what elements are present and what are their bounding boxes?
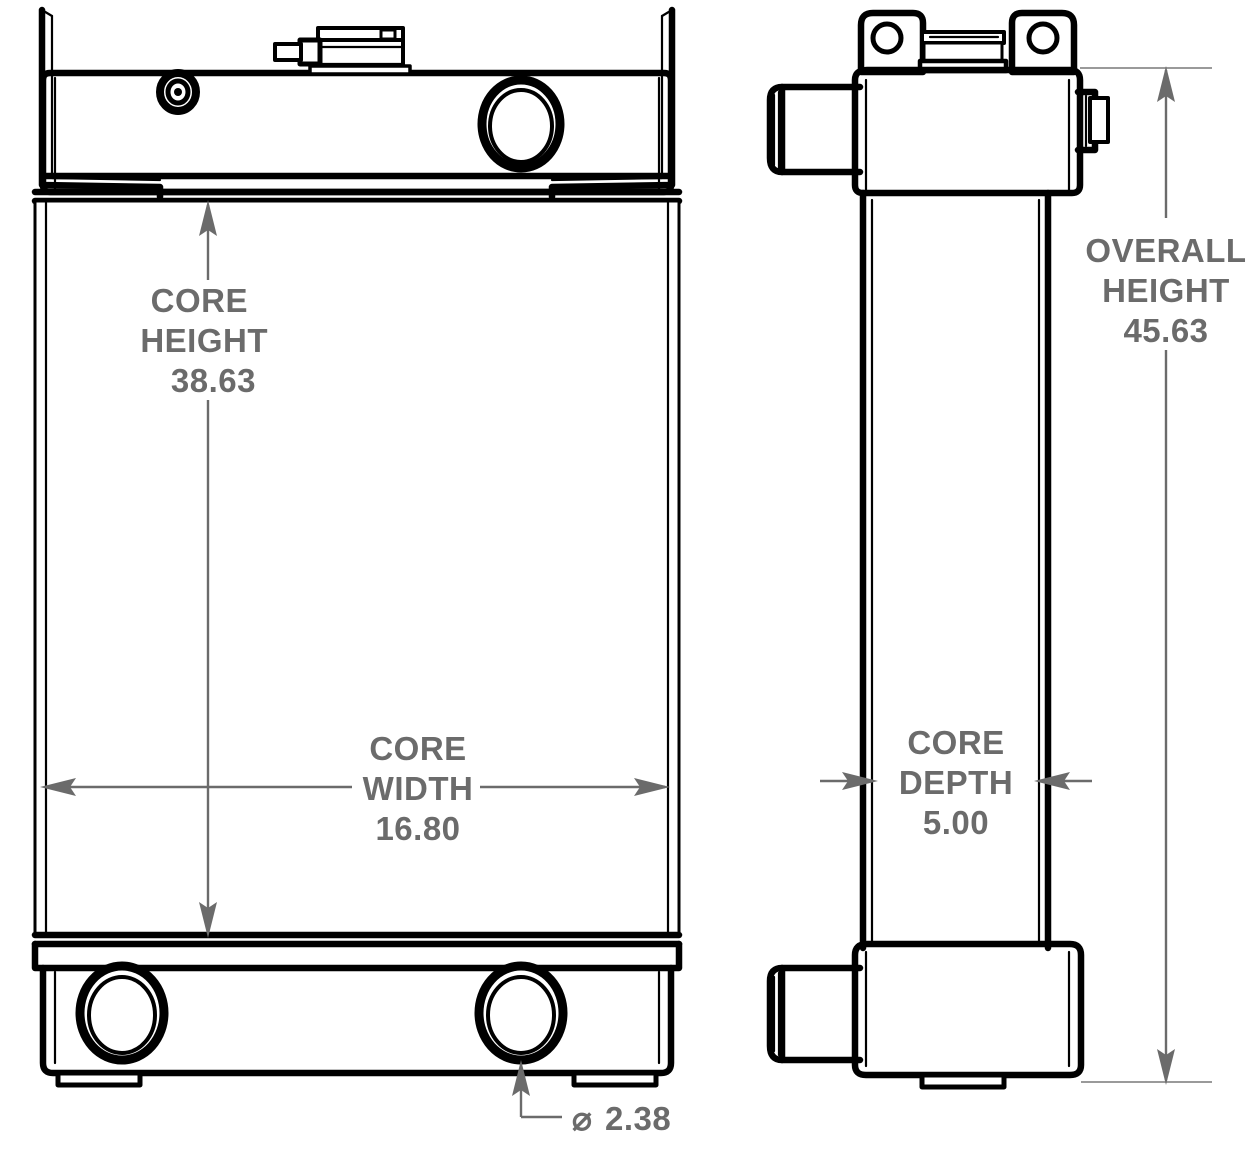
front-filler-cap-assembly bbox=[273, 26, 412, 76]
front-bottom-left-port bbox=[75, 961, 169, 1065]
front-core-block bbox=[33, 199, 681, 937]
front-top-tank bbox=[39, 69, 675, 196]
core-height-value: 38.63 bbox=[171, 362, 256, 399]
hole-diameter-symbol: ⌀ bbox=[572, 1100, 592, 1137]
dimension-core-depth: CORE DEPTH 5.00 bbox=[820, 724, 1092, 841]
hole-diameter-value: 2.38 bbox=[605, 1100, 671, 1137]
core-height-label-line1: CORE bbox=[151, 282, 248, 319]
core-height-label-line2: HEIGHT bbox=[140, 322, 268, 359]
side-core-slab bbox=[859, 189, 1052, 952]
core-depth-label-line2: DEPTH bbox=[899, 764, 1013, 801]
side-top-right-lug bbox=[1008, 9, 1078, 76]
side-top-inlet-pipe bbox=[766, 83, 864, 176]
overall-height-value: 45.63 bbox=[1123, 312, 1208, 349]
front-top-right-bracket bbox=[548, 6, 676, 201]
front-top-outlet-port bbox=[477, 75, 565, 173]
core-width-label-line1: CORE bbox=[369, 730, 466, 767]
front-sensor-boss bbox=[156, 69, 200, 115]
front-bottom-right-port bbox=[474, 961, 568, 1065]
side-bottom-tank bbox=[851, 940, 1085, 1079]
core-depth-value: 5.00 bbox=[923, 804, 989, 841]
core-width-value: 16.80 bbox=[375, 810, 460, 847]
core-depth-label-line1: CORE bbox=[907, 724, 1004, 761]
front-core-bottom-band bbox=[31, 931, 683, 972]
side-bottom-foot bbox=[919, 1072, 1007, 1090]
front-bottom-right-foot bbox=[571, 1070, 659, 1088]
overall-height-label-line2: HEIGHT bbox=[1102, 272, 1230, 309]
overall-height-label-line1: OVERALL bbox=[1085, 232, 1246, 269]
side-bottom-inlet-pipe bbox=[766, 964, 864, 1064]
side-view bbox=[766, 9, 1110, 1090]
front-bottom-tank bbox=[39, 964, 675, 1077]
side-filler-cap bbox=[917, 30, 1009, 74]
side-top-tank bbox=[851, 66, 1084, 197]
dimension-overall-height: OVERALL HEIGHT 45.63 bbox=[1080, 66, 1246, 1085]
side-top-left-lug bbox=[857, 9, 927, 76]
dimension-core-width: CORE WIDTH 16.80 bbox=[40, 730, 670, 847]
front-top-left-bracket bbox=[38, 6, 164, 201]
front-view bbox=[31, 6, 683, 1088]
dimension-hole-diameter: ⌀ 2.38 bbox=[512, 1060, 671, 1137]
dimension-core-height: CORE HEIGHT 38.63 bbox=[140, 200, 268, 938]
side-top-outlet-nipple bbox=[1074, 88, 1110, 154]
front-bottom-left-foot bbox=[55, 1070, 143, 1088]
core-width-label-line2: WIDTH bbox=[363, 770, 474, 807]
